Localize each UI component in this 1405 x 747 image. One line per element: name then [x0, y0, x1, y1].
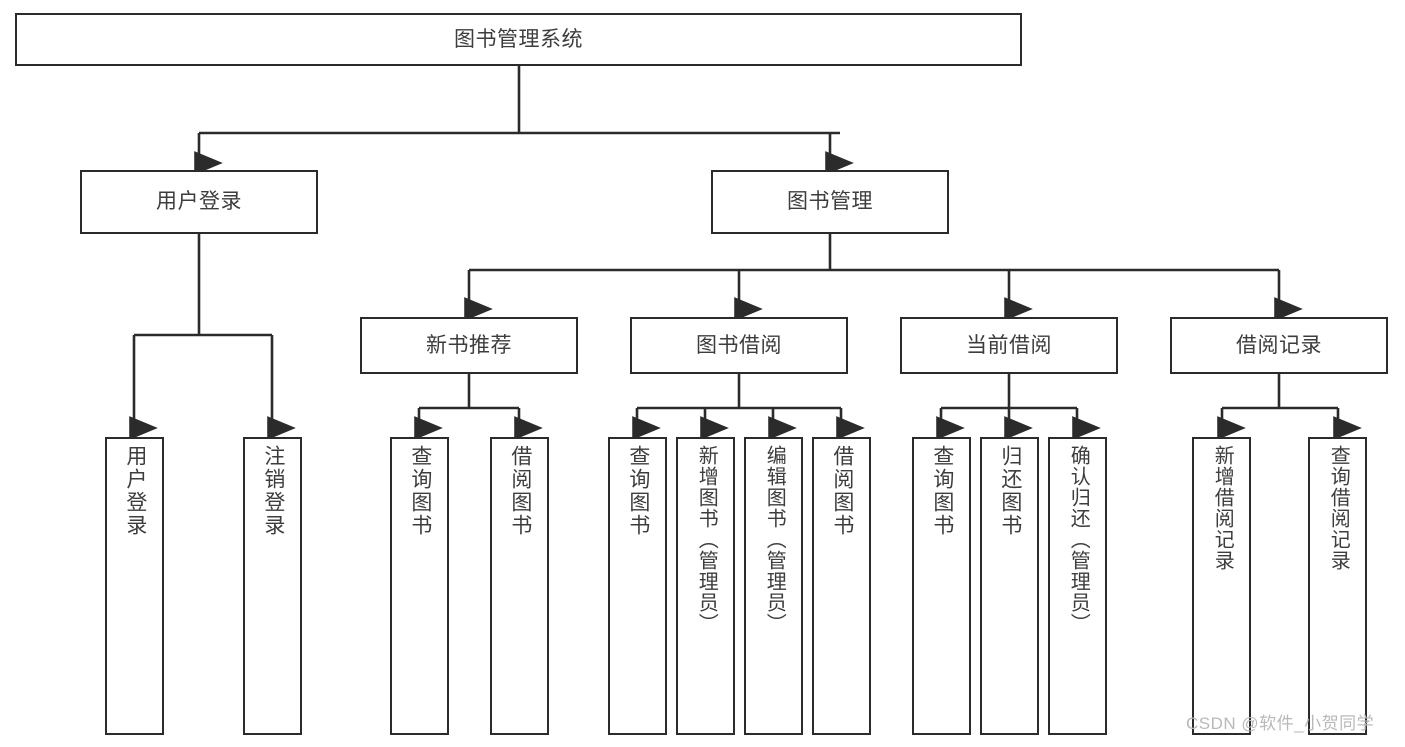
leaf-borrow-query-book-label: 查询图书	[626, 445, 650, 537]
leaf-newbook-query-book-label: 查询图书	[408, 445, 432, 537]
leaf-newbook-borrow-book[interactable]: 借阅图书	[490, 437, 549, 735]
node-borrow-records[interactable]: 借阅记录	[1170, 317, 1388, 374]
node-book-management[interactable]: 图书管理	[711, 170, 949, 234]
node-current-borrow[interactable]: 当前借阅	[900, 317, 1118, 374]
leaf-newbook-borrow-book-label: 借阅图书	[508, 445, 532, 537]
node-new-book-recommend[interactable]: 新书推荐	[360, 317, 578, 374]
node-root-label: 图书管理系统	[454, 27, 583, 51]
node-borrow-records-label: 借阅记录	[1236, 333, 1322, 357]
leaf-current-confirm-return-admin[interactable]: 确认归还（管理员）	[1048, 437, 1107, 735]
leaf-records-add-record[interactable]: 新增借阅记录	[1192, 437, 1251, 735]
leaf-newbook-query-book[interactable]: 查询图书	[390, 437, 449, 735]
leaf-user-logout-label: 注销登录	[261, 445, 285, 537]
leaf-borrow-lend-book-label: 借阅图书	[830, 445, 854, 537]
node-user-login-label: 用户登录	[156, 190, 242, 214]
leaf-user-logout[interactable]: 注销登录	[243, 437, 302, 735]
leaf-borrow-edit-book-admin[interactable]: 编辑图书（管理员）	[744, 437, 803, 735]
leaf-user-login-label: 用户登录	[123, 445, 147, 537]
node-book-management-label: 图书管理	[787, 190, 873, 214]
leaf-current-query-book-label: 查询图书	[930, 445, 954, 537]
leaf-current-return-book[interactable]: 归还图书	[980, 437, 1039, 735]
leaf-borrow-add-book-admin-label: 新增图书（管理员）	[695, 445, 718, 634]
leaf-user-login[interactable]: 用户登录	[105, 437, 164, 735]
leaf-current-return-book-label: 归还图书	[998, 445, 1022, 537]
leaf-current-confirm-return-admin-label: 确认归还（管理员）	[1067, 445, 1090, 634]
node-root[interactable]: 图书管理系统	[15, 13, 1022, 66]
node-book-borrow[interactable]: 图书借阅	[630, 317, 848, 374]
node-user-login[interactable]: 用户登录	[80, 170, 318, 234]
leaf-borrow-add-book-admin[interactable]: 新增图书（管理员）	[676, 437, 735, 735]
watermark: CSDN @软件_小贺同学	[1186, 714, 1375, 733]
leaf-records-add-record-label: 新增借阅记录	[1211, 445, 1234, 571]
node-book-borrow-label: 图书借阅	[696, 333, 782, 357]
node-current-borrow-label: 当前借阅	[966, 333, 1052, 357]
leaf-borrow-query-book[interactable]: 查询图书	[608, 437, 667, 735]
leaf-records-query-record[interactable]: 查询借阅记录	[1308, 437, 1367, 735]
leaf-borrow-edit-book-admin-label: 编辑图书（管理员）	[763, 445, 786, 634]
leaf-records-query-record-label: 查询借阅记录	[1327, 445, 1350, 571]
node-new-book-recommend-label: 新书推荐	[426, 333, 512, 357]
leaf-borrow-lend-book[interactable]: 借阅图书	[812, 437, 871, 735]
leaf-current-query-book[interactable]: 查询图书	[912, 437, 971, 735]
